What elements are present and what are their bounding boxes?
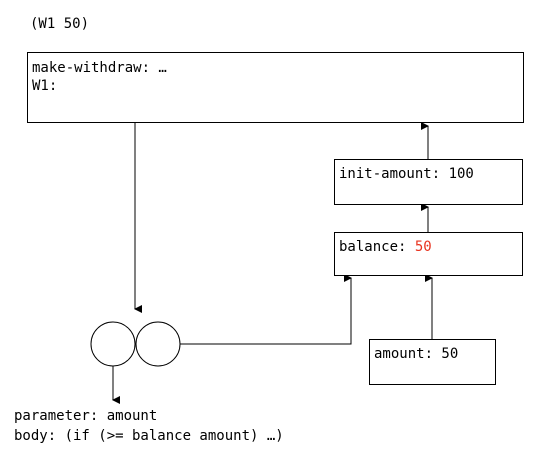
- init-amount-frame: init-amount: 100: [334, 159, 523, 205]
- balance-value: 50: [414, 239, 432, 255]
- balance-binding: balance: 50: [339, 239, 432, 256]
- procedure-right-circle: [135, 321, 181, 367]
- global-frame: make-withdraw: … W1:: [27, 52, 524, 123]
- procedure-left-circle: [90, 321, 136, 367]
- init-amount-binding: init-amount: 100: [339, 166, 474, 182]
- procedure-body: body: (if (>= balance amount) …): [14, 428, 284, 444]
- w1-binding-label: W1:: [32, 78, 58, 94]
- amount-binding: amount: 50: [374, 346, 459, 362]
- balance-frame: balance: 50: [334, 232, 523, 276]
- amount-frame: amount: 50: [369, 339, 496, 385]
- balance-name: balance:: [339, 239, 407, 255]
- make-withdraw-binding: make-withdraw: …: [32, 60, 167, 76]
- expression-label: (W1 50): [30, 16, 90, 32]
- procedure-env-arrow: [180, 274, 352, 345]
- procedure-parameter: parameter: amount: [14, 408, 158, 424]
